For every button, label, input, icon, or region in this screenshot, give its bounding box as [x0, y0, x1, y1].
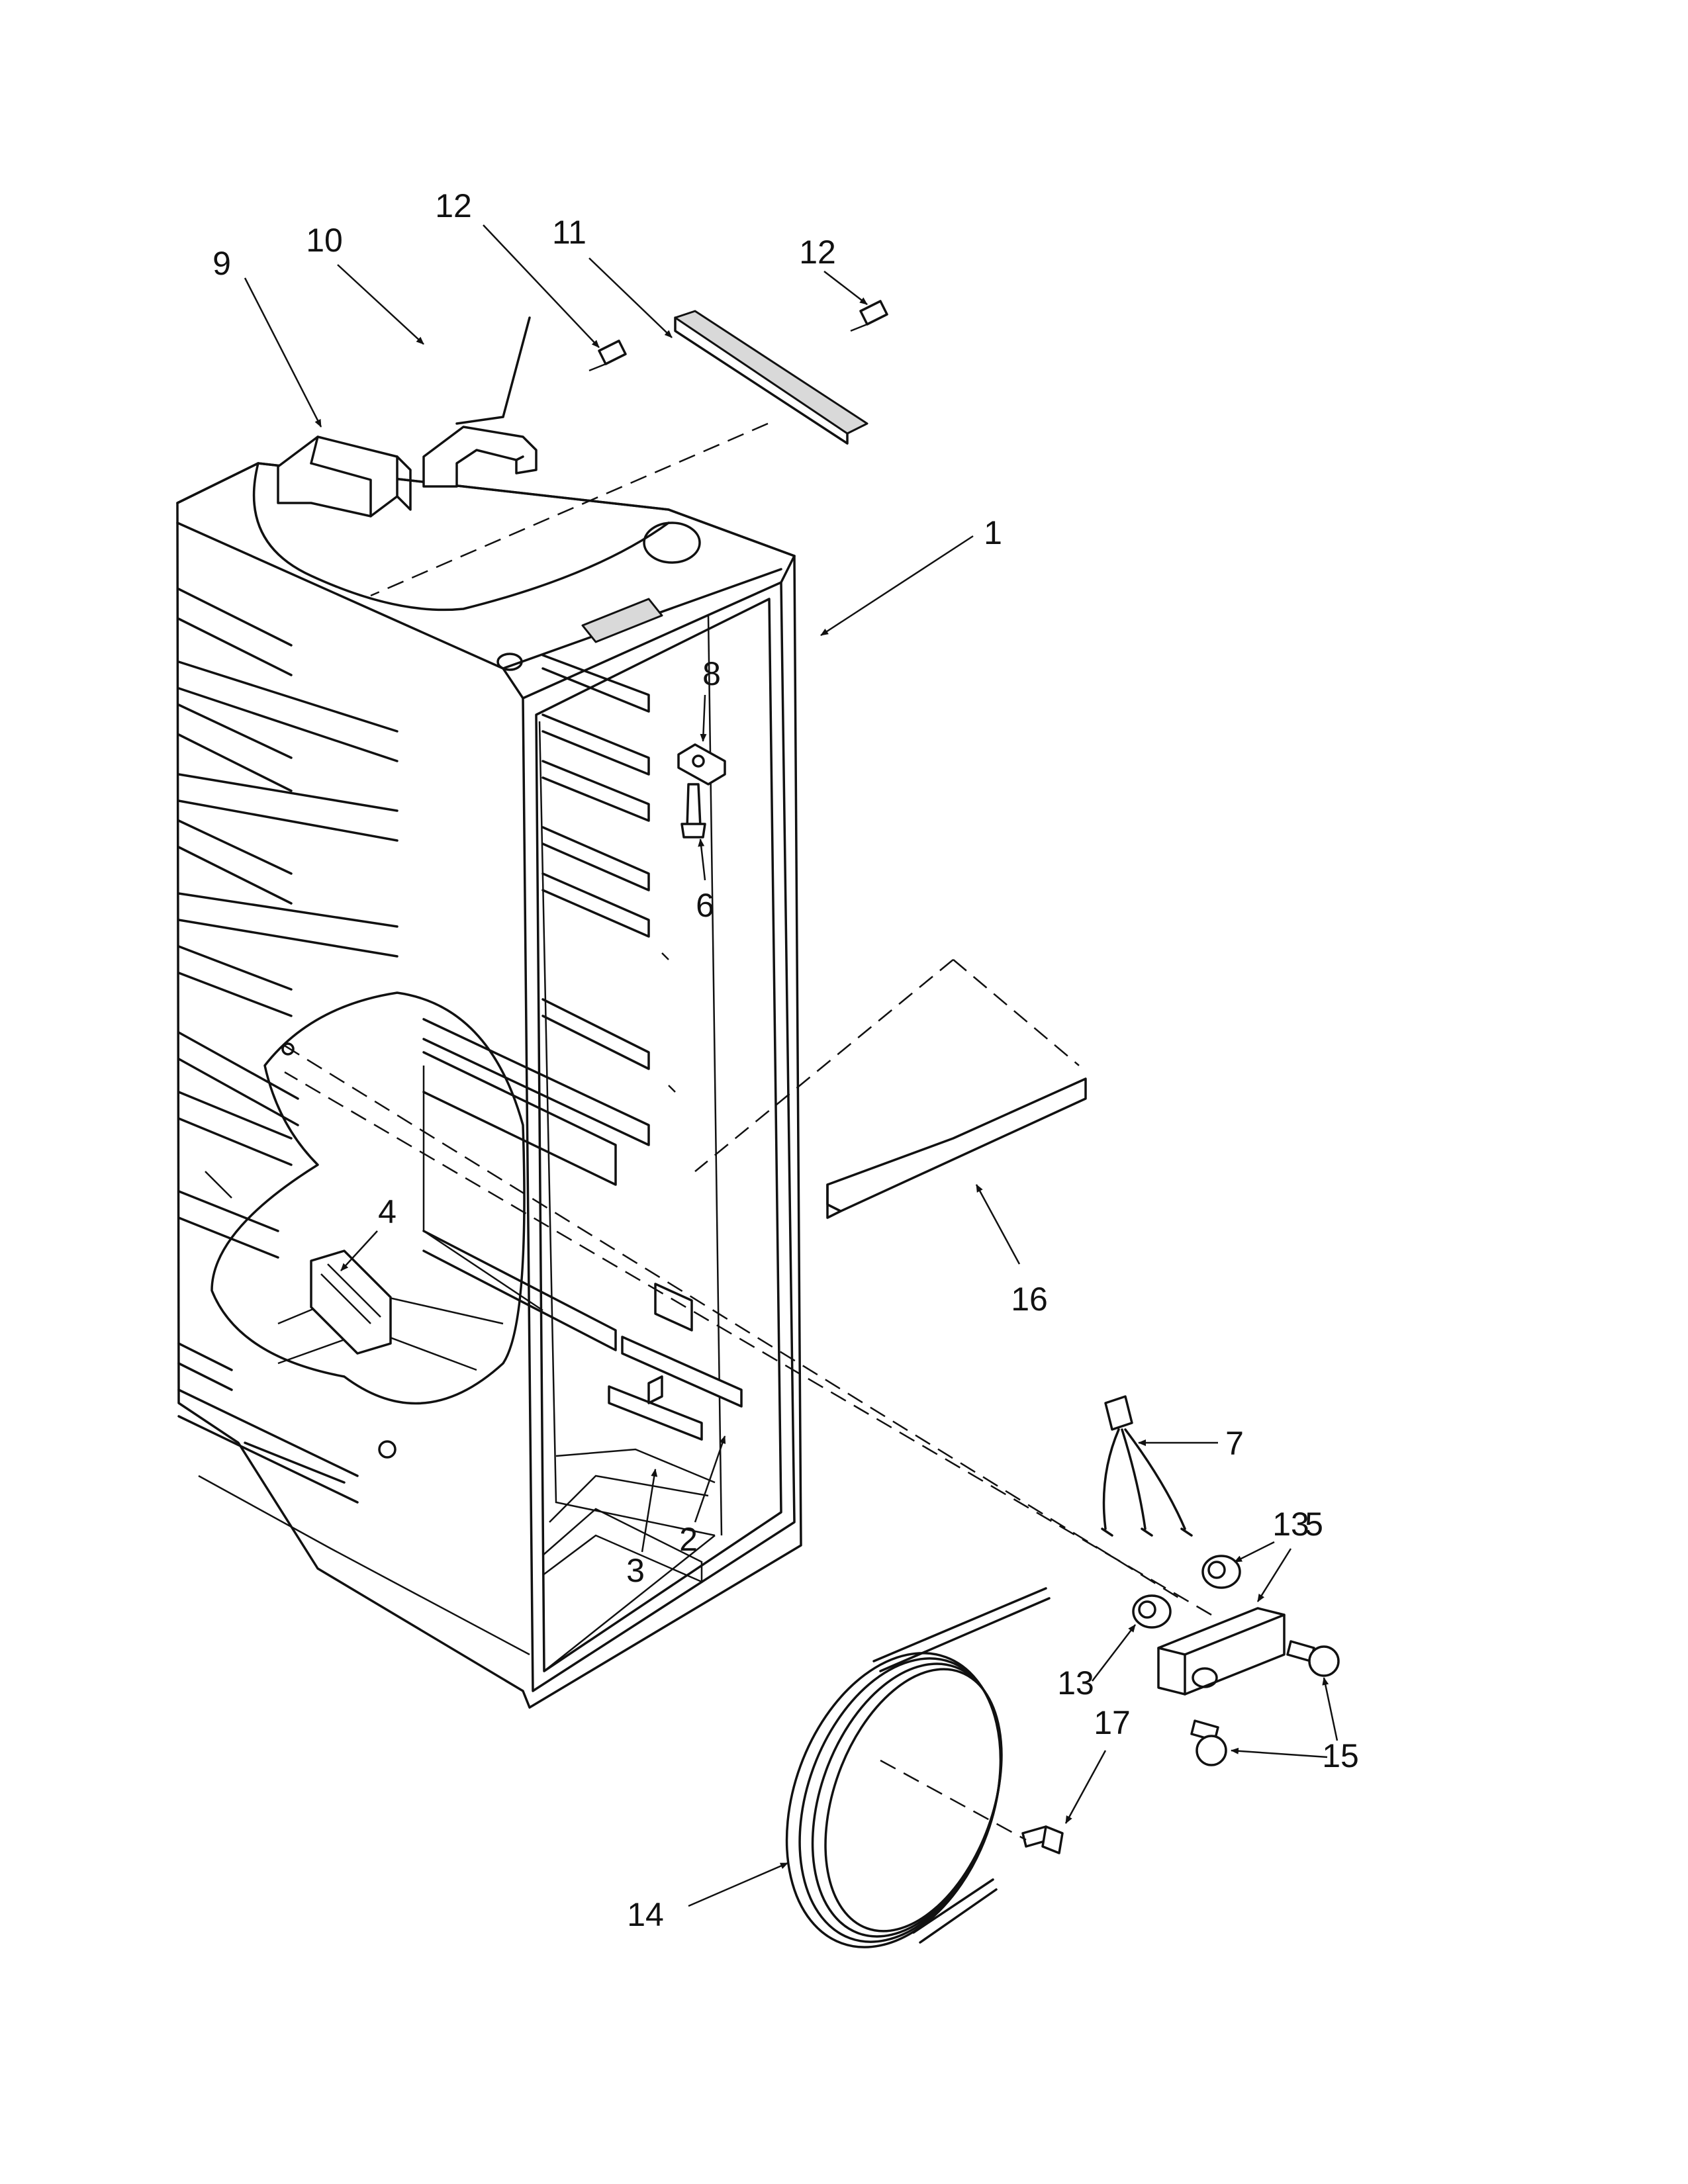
callout-14: 14 [627, 1896, 664, 1933]
callout-6: 6 [696, 887, 714, 924]
callout-9: 9 [212, 245, 231, 282]
screw-12b [850, 300, 888, 332]
screw-15b [1190, 1719, 1227, 1766]
control-housing [1157, 1607, 1286, 1696]
tube-coil [785, 1587, 1051, 1948]
screw-17 [1021, 1825, 1064, 1854]
knob-13a [1201, 1555, 1241, 1589]
clip [677, 743, 726, 786]
callout-5: 5 [1305, 1506, 1323, 1543]
callout-3: 3 [626, 1552, 645, 1589]
callout-13a: 13 [1272, 1506, 1309, 1543]
callout-13b: 13 [1057, 1664, 1094, 1702]
screw-12a [588, 340, 627, 372]
callout-labels: 1 2 3 4 5 6 7 8 9 10 11 12 12 13 13 14 1… [212, 187, 1359, 1933]
callout-2: 2 [679, 1521, 698, 1558]
callout-4: 4 [378, 1193, 397, 1230]
callout-11: 11 [552, 214, 586, 251]
callout-7: 7 [1225, 1425, 1244, 1462]
cover-panel [694, 959, 1087, 1219]
rail [674, 310, 868, 445]
thermostat-housing [277, 435, 412, 518]
control-bracket [422, 316, 538, 488]
callout-15: 15 [1322, 1737, 1359, 1774]
callout-12b: 12 [799, 234, 836, 271]
knob-13b [1132, 1594, 1172, 1629]
screw-15a [1286, 1640, 1340, 1677]
callout-1: 1 [984, 514, 1002, 551]
vent [310, 1250, 392, 1355]
callout-10: 10 [306, 222, 343, 259]
leader-lines [244, 224, 1338, 1907]
callout-17: 17 [1094, 1704, 1131, 1741]
alignment-lines [284, 422, 1212, 1841]
wire-harness [1101, 1395, 1193, 1537]
callout-16: 16 [1011, 1281, 1048, 1318]
screw-6 [680, 783, 706, 839]
callout-8: 8 [702, 655, 721, 692]
callout-12a: 12 [435, 187, 472, 224]
liner-cabinet [176, 462, 802, 1709]
